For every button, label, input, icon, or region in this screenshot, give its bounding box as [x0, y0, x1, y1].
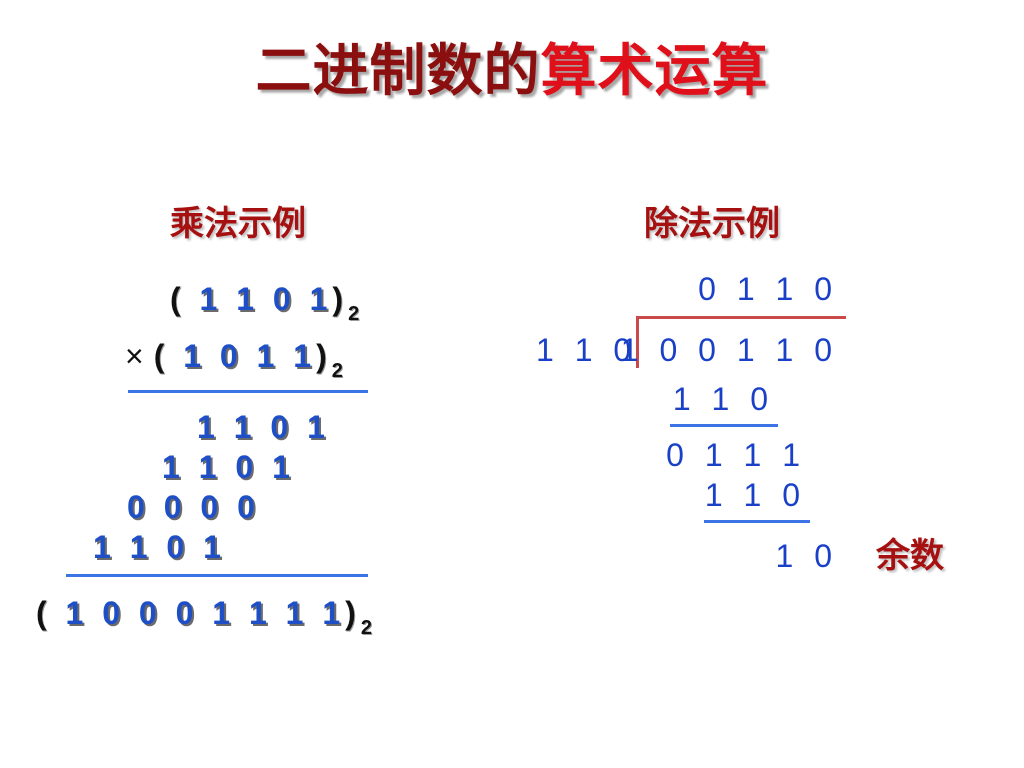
- open-paren: (: [153, 338, 170, 374]
- close-paren: ): [332, 281, 349, 317]
- remainder-label: 余数: [876, 536, 944, 576]
- multiplier-row: ×( 1 0 1 1)2: [125, 337, 343, 390]
- dividend: 1 0 0 1 1 0: [620, 332, 838, 368]
- result-digits: 1 0 0 0 1 1 1 1: [65, 595, 346, 631]
- title-part-2: 算术运算: [540, 39, 769, 104]
- page-title: 二进制数的算术运算: [0, 36, 1024, 108]
- close-paren: ): [316, 338, 332, 374]
- partial-product-row: 1 1 0 1: [93, 529, 226, 565]
- division-step: 0 1 1 1: [666, 437, 806, 473]
- open-paren: (: [36, 595, 52, 631]
- division-rule: [670, 424, 778, 427]
- division-step: 1 1 0: [672, 381, 774, 417]
- close-paren: ): [345, 595, 361, 631]
- divisor: 1 1 0: [536, 332, 638, 368]
- division-step: 1 1 0: [704, 477, 806, 513]
- multiplication-heading: 乘法示例: [170, 204, 306, 244]
- multiplicand-row: ( 1 1 0 1)2: [170, 280, 359, 333]
- division-rule: [704, 520, 810, 523]
- open-paren: (: [170, 281, 186, 317]
- partial-product-row: 1 1 0 1: [197, 409, 330, 445]
- multiplication-rule-bottom: [66, 574, 368, 577]
- partial-product-row: 0 0 0 0: [127, 489, 260, 525]
- remainder-value: 1 0: [775, 538, 838, 574]
- multiplication-rule-top: [128, 390, 368, 393]
- base-subscript: 2: [348, 303, 360, 325]
- title-part-1: 二进制数的: [255, 39, 541, 104]
- base-subscript: 2: [331, 360, 343, 382]
- result-row: ( 1 0 0 0 1 1 1 1)2: [36, 594, 372, 647]
- quotient: 0 1 1 0: [698, 271, 838, 307]
- times-sign: ×: [125, 338, 144, 374]
- division-bracket-side: [636, 316, 639, 368]
- division-bracket-top: [636, 316, 846, 319]
- multiplicand-digits: 1 1 0 1: [199, 281, 333, 317]
- base-subscript: 2: [360, 617, 372, 639]
- division-heading: 除法示例: [644, 204, 780, 244]
- multiplier-digits: 1 0 1 1: [183, 338, 317, 374]
- partial-product-row: 1 1 0 1: [162, 449, 295, 485]
